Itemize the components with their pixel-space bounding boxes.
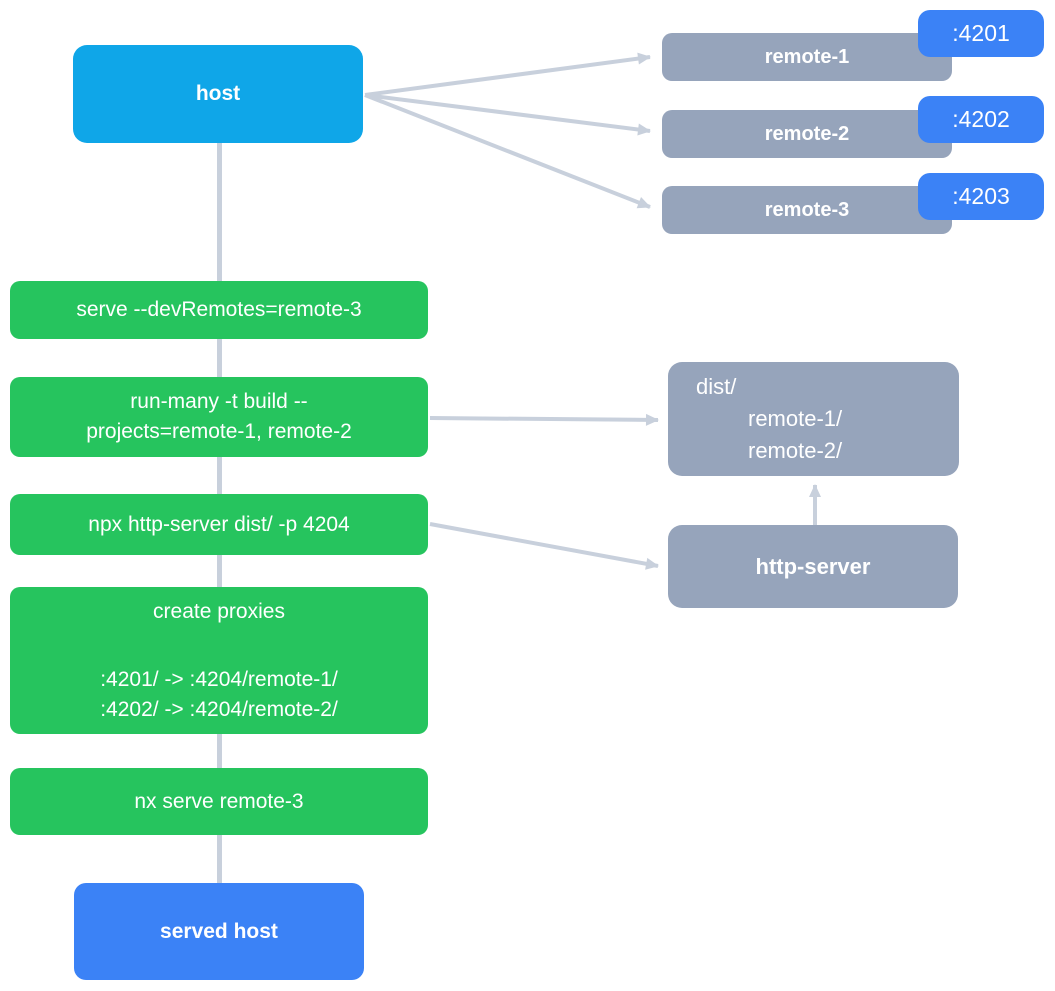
- remote-2-node: remote-2: [662, 110, 952, 158]
- http-server-label: http-server: [755, 553, 871, 579]
- arrow-host-to-remote-3: [364, 93, 651, 209]
- remote-2-label: remote-2: [764, 122, 850, 145]
- proxy-mapping-2: :4202/ -> :4204/remote-2/: [100, 697, 338, 721]
- served-host-label: served host: [160, 919, 278, 943]
- step-npx-label: npx http-server dist/ -p 4204: [88, 512, 350, 536]
- step-run-many-line-2: projects=remote-1, remote-2: [86, 420, 352, 443]
- remote-1-port-badge: :4201: [918, 10, 1044, 57]
- step-nx-serve-remote-3: nx serve remote-3: [10, 768, 428, 835]
- arrow-run-many-to-dist: [429, 413, 659, 426]
- arrow-http-server-cmd-to-http-server: [429, 522, 659, 570]
- step-nx-serve-label: nx serve remote-3: [134, 789, 304, 813]
- dist-root-line: dist/: [696, 374, 737, 399]
- step-npx-http-server: npx http-server dist/ -p 4204: [10, 494, 428, 555]
- remote-3-port: :4203: [952, 183, 1010, 209]
- arrow-host-to-remote-2: [364, 93, 651, 136]
- step-create-proxies: create proxies :4201/ -> :4204/remote-1/…: [10, 587, 428, 734]
- remote-1-port: :4201: [952, 20, 1010, 46]
- dist-remote-2-line: remote-2/: [748, 438, 843, 463]
- remote-3-label: remote-3: [764, 198, 850, 221]
- remote-3-port-badge: :4203: [918, 173, 1044, 220]
- remote-1-node: remote-1: [662, 33, 952, 81]
- dist-folder-node: dist/ remote-1/ remote-2/: [668, 362, 959, 476]
- remote-2-port-badge: :4202: [918, 96, 1044, 143]
- step-run-many-build: run-many -t build -- projects=remote-1, …: [10, 377, 428, 457]
- remote-2-port: :4202: [952, 106, 1010, 132]
- step-serve-label: serve --devRemotes=remote-3: [76, 298, 362, 321]
- step-run-many-line-1: run-many -t build --: [130, 390, 308, 413]
- create-proxies-title: create proxies: [153, 599, 285, 623]
- arrow-host-to-remote-1: [364, 52, 651, 97]
- served-host-node: served host: [74, 883, 364, 980]
- dist-remote-1-line: remote-1/: [748, 406, 843, 431]
- host-node: host: [73, 45, 363, 143]
- proxy-mapping-1: :4201/ -> :4204/remote-1/: [100, 667, 338, 691]
- step-serve-dev-remotes: serve --devRemotes=remote-3: [10, 281, 428, 339]
- http-server-node: http-server: [668, 525, 958, 608]
- remote-3-node: remote-3: [662, 186, 952, 234]
- remote-1-label: remote-1: [764, 45, 850, 68]
- host-label: host: [195, 82, 241, 105]
